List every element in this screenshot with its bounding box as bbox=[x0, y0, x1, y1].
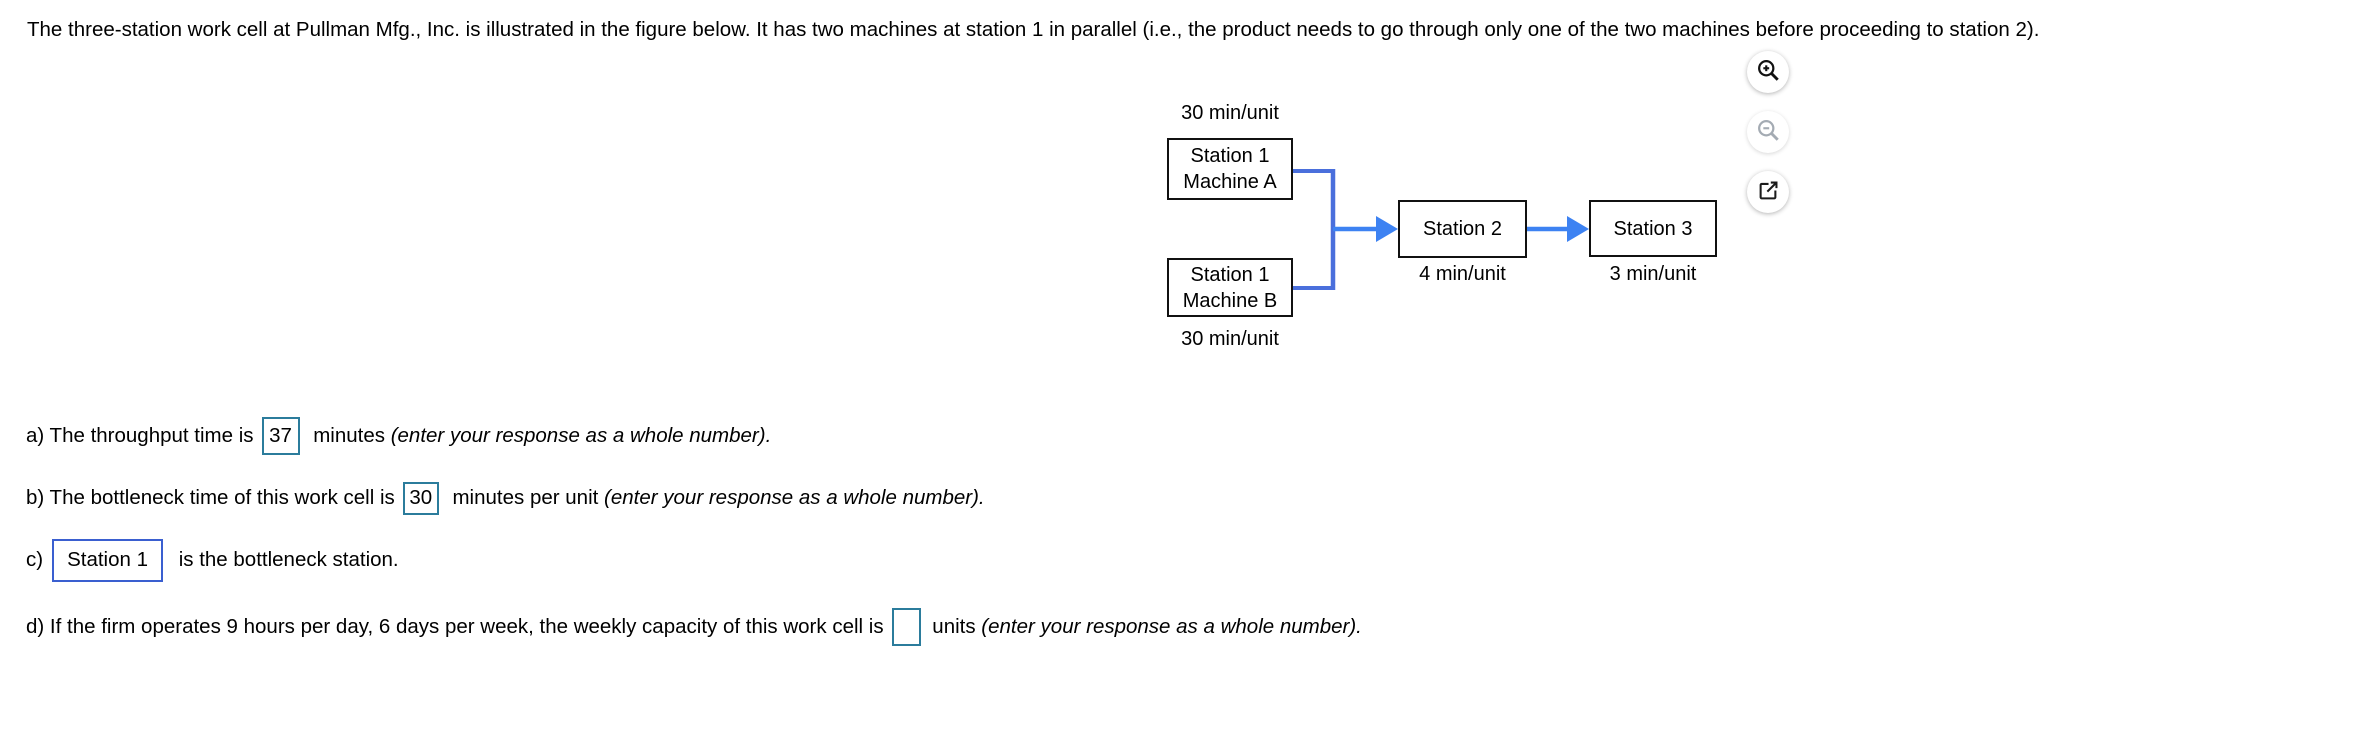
problem-statement: The three-station work cell at Pullman M… bbox=[27, 18, 2040, 41]
question-d-suffix: units bbox=[926, 615, 982, 638]
answer-input-a[interactable] bbox=[261, 417, 300, 455]
bottleneck-station-dropdown[interactable]: Station 1 bbox=[52, 538, 163, 582]
station1-machine-a-line2: Machine A bbox=[1183, 171, 1277, 193]
machine-b-rate-label: 30 min/unit bbox=[1181, 328, 1279, 350]
question-d-text: d) If the firm operates 9 hours per day,… bbox=[26, 615, 884, 638]
station3-rate-label: 3 min/unit bbox=[1609, 263, 1697, 285]
question-d-note: (enter your response as a whole number). bbox=[981, 615, 1362, 638]
station1-machine-b-box: Station 1 Machine B bbox=[1167, 258, 1293, 317]
question-a-text: a) The throughput time is bbox=[26, 424, 254, 447]
question-b-suffix: minutes per unit bbox=[446, 486, 605, 509]
zoom-out-icon bbox=[1755, 117, 1782, 147]
station1-machine-b-line1: Station 1 bbox=[1190, 263, 1270, 286]
station1-machine-a-line1: Station 1 bbox=[1190, 145, 1270, 167]
question-a-row: a) The throughput time is minutes (enter… bbox=[26, 415, 771, 457]
arrowhead-station3 bbox=[1567, 216, 1589, 242]
open-in-new-window-button[interactable] bbox=[1747, 171, 1789, 213]
station3-label: Station 3 bbox=[1613, 217, 1693, 240]
question-c-text: c) bbox=[26, 548, 44, 571]
question-b-row: b) The bottleneck time of this work cell… bbox=[26, 478, 985, 518]
station2-rate-label: 4 min/unit bbox=[1419, 263, 1506, 285]
station1-machine-a-box: Station 1 Machine A bbox=[1167, 138, 1293, 200]
open-in-new-window-icon bbox=[1755, 178, 1781, 207]
question-c-row: c) Station 1 is the bottleneck station. bbox=[26, 536, 399, 584]
question-a-suffix: minutes bbox=[307, 424, 391, 447]
figure-toolbar bbox=[1747, 51, 1789, 231]
arrowhead-station2 bbox=[1376, 216, 1398, 242]
zoom-out-button[interactable] bbox=[1747, 111, 1789, 153]
zoom-in-button[interactable] bbox=[1747, 51, 1789, 93]
question-b-text: b) The bottleneck time of this work cell… bbox=[26, 486, 395, 509]
station3-box: Station 3 bbox=[1589, 200, 1717, 257]
question-d-row: d) If the firm operates 9 hours per day,… bbox=[26, 606, 1362, 648]
question-c-suffix: is the bottleneck station. bbox=[173, 548, 399, 571]
station1-machine-b-line2: Machine B bbox=[1182, 289, 1278, 312]
question-a-note: (enter your response as a whole number). bbox=[390, 424, 772, 447]
zoom-in-icon bbox=[1755, 57, 1782, 87]
station2-label: Station 2 bbox=[1423, 218, 1502, 240]
machine-a-rate-label: 30 min/unit bbox=[1181, 102, 1279, 124]
station2-box: Station 2 bbox=[1398, 200, 1527, 258]
answer-input-b[interactable] bbox=[402, 481, 439, 515]
question-b-note: (enter your response as a whole number). bbox=[604, 486, 985, 509]
answer-input-d[interactable] bbox=[891, 608, 921, 646]
